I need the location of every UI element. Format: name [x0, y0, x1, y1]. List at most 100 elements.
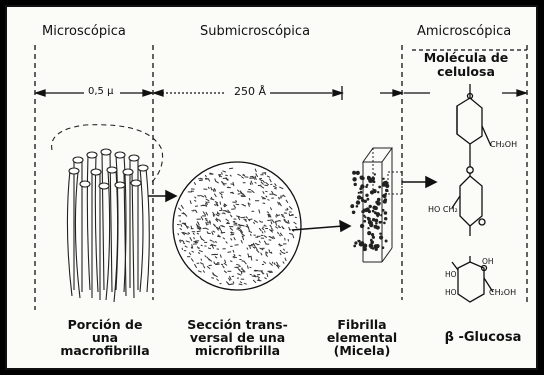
section-dash: [222, 172, 223, 175]
caption-macrofibril-line3: macrofibrilla: [55, 344, 155, 357]
section-dash: [285, 238, 286, 241]
section-dash: [254, 270, 257, 271]
fibril-molecule-dot: [350, 204, 354, 208]
fibril-molecule-dot: [385, 189, 388, 192]
section-dash: [214, 262, 215, 265]
section-dash: [263, 203, 266, 204]
cellulose-chain: [452, 84, 491, 236]
fibril-molecule-dot: [354, 183, 357, 186]
fibril-molecule-dot: [352, 177, 356, 181]
fibril-molecule-dot: [358, 192, 360, 194]
section-dash: [265, 191, 267, 192]
section-dash: [255, 243, 257, 244]
fibril-molecule-dot: [374, 219, 378, 223]
fibril-molecule-dot: [356, 171, 360, 175]
section-dash: [197, 231, 201, 232]
fibril-molecule-dot: [372, 206, 376, 210]
fibril-molecule-dot: [364, 200, 367, 203]
fibril-molecule-dot: [373, 181, 376, 184]
section-dash: [183, 224, 186, 225]
fibril-molecule-dot: [384, 198, 387, 201]
section-dash: [250, 267, 252, 268]
section-dash: [249, 198, 250, 200]
fibril-molecule-dot: [374, 225, 378, 229]
section-dash: [274, 188, 276, 189]
section-dash: [180, 220, 181, 222]
fibril-molecule-dot: [360, 184, 364, 188]
section-dash: [192, 211, 194, 212]
fibril-molecule-dot: [383, 222, 386, 225]
fibril-molecule-dot: [360, 197, 363, 200]
fibril-molecule-dot: [359, 242, 364, 247]
section-dash: [225, 175, 227, 176]
section-dash: [186, 227, 189, 228]
fibril-molecule-dot: [382, 182, 387, 187]
section-dash: [236, 228, 240, 229]
section-dash: [238, 194, 241, 195]
fibril-molecule-dot: [369, 179, 371, 181]
fibril-molecule-dot: [374, 173, 376, 175]
fibril-molecule-dot: [367, 227, 369, 229]
fibril-molecule-dot: [379, 233, 381, 235]
section-dash: [193, 241, 197, 242]
chem-label-ho-2: HO: [445, 288, 457, 297]
section-dash: [208, 233, 211, 234]
section-dash: [295, 217, 297, 218]
section-dash: [241, 217, 245, 218]
section-dash: [230, 261, 232, 262]
chem-label-ho-1: HO: [445, 270, 457, 279]
elementary-fibril: [350, 148, 402, 262]
section-dash: [234, 256, 235, 258]
fibril-molecule-dot: [369, 223, 373, 227]
section-dash: [228, 252, 232, 253]
fibril-molecule-dot: [385, 240, 388, 243]
fibril-molecule-dot: [367, 198, 370, 201]
cross-section-circle: [173, 162, 301, 290]
fibril-molecule-dot: [382, 209, 385, 212]
section-dash: [221, 230, 222, 233]
section-dash: [264, 185, 267, 186]
section-dash: [194, 237, 195, 239]
section-dash: [178, 233, 179, 235]
fibril-molecule-dot: [377, 198, 381, 202]
caption-glucose: β -Glucosa: [428, 331, 538, 344]
fibril-molecule-dot: [365, 194, 368, 197]
arrow-fibril-to-molecule: [402, 177, 436, 187]
caption-section-line3: microfibrilla: [180, 344, 295, 357]
chem-label-ch2oh-top: CH₂OH: [490, 140, 517, 149]
fibril-molecule-dot: [367, 217, 370, 220]
fibril-molecule-dot: [360, 176, 364, 180]
fibril-molecule-dot: [354, 241, 357, 244]
fibril-molecule-dot: [353, 245, 356, 248]
fibril-molecule-dot: [378, 186, 381, 189]
section-dash: [215, 264, 219, 265]
fibril-molecule-dot: [361, 210, 364, 213]
fibril-molecule-dot: [356, 205, 359, 208]
fibril-molecule-dot: [360, 224, 364, 228]
section-dash: [243, 219, 246, 220]
arrow-macro-to-section: [148, 191, 176, 201]
fibril-molecule-dot: [382, 178, 384, 180]
fibril-molecule-dot: [377, 215, 379, 217]
fibril-molecule-dot: [363, 243, 368, 248]
section-dash: [182, 213, 186, 214]
section-dash: [265, 231, 266, 233]
section-dash: [239, 284, 243, 285]
section-dash: [220, 202, 221, 205]
fibril-molecule-dot: [352, 171, 356, 175]
macrofibril-bundle: [52, 125, 163, 302]
fibril-molecule-dot: [370, 240, 374, 244]
section-dash: [233, 221, 235, 222]
fibril-molecule-dot: [375, 248, 378, 251]
fibril-molecule-dot: [369, 205, 372, 208]
fibril-molecule-dot: [384, 217, 387, 220]
section-dash: [229, 168, 233, 169]
section-dash: [269, 240, 272, 241]
fibril-molecule-dot: [377, 191, 379, 193]
fibril-molecule-dot: [364, 220, 367, 223]
fibril-molecule-dot: [364, 216, 366, 218]
chem-label-ch2oh-bottom: CH₂OH: [489, 288, 516, 297]
fibril-molecule-dot: [356, 200, 360, 204]
fibril-molecule-dot: [372, 210, 375, 213]
fibril-molecule-dot: [379, 235, 383, 239]
